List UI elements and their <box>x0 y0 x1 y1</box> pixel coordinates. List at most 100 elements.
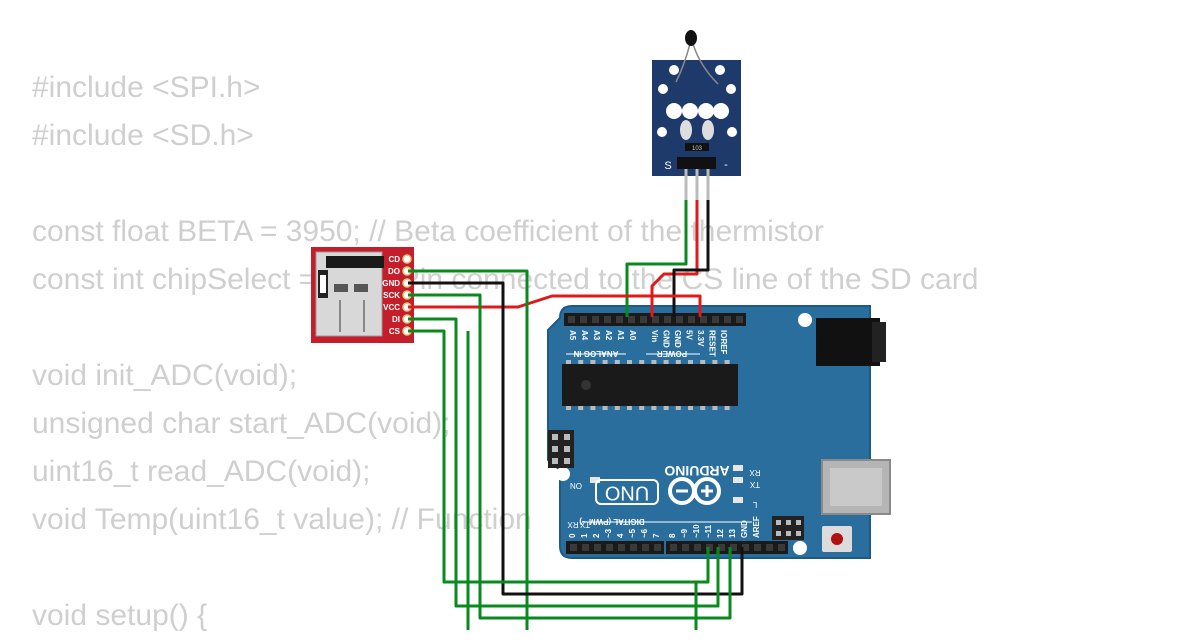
header-socket[interactable] <box>742 544 749 551</box>
sd-pin-label: DO <box>388 267 400 276</box>
power-pin-label: 3.3V <box>696 330 705 347</box>
header-socket[interactable] <box>640 316 647 323</box>
wire-sd-gnd <box>408 281 744 596</box>
wires <box>408 200 744 630</box>
analog-header[interactable] <box>564 313 638 326</box>
header-socket[interactable] <box>604 316 611 323</box>
wire-sd-vcc <box>408 294 702 317</box>
tx-led <box>733 477 743 483</box>
rx-led <box>733 465 743 471</box>
digital-pin-label: 12 <box>716 529 725 538</box>
wire-sd-sck <box>408 293 732 620</box>
tx1-label: TX <box>579 520 590 529</box>
digital-pin-label: GND <box>740 520 749 538</box>
smd-resistor <box>685 143 709 151</box>
sd-pin-pad[interactable] <box>402 254 412 264</box>
digital-header-high[interactable] <box>666 541 788 554</box>
sd-pin-label: CS <box>389 327 401 336</box>
mounting-hole <box>556 467 570 481</box>
header-socket[interactable] <box>570 544 577 551</box>
header-socket[interactable] <box>712 316 719 323</box>
digital-pin-label: 0 <box>568 533 577 538</box>
arduino-brand-text: ARDUINO <box>664 463 729 479</box>
header-socket[interactable] <box>694 544 701 551</box>
header-socket[interactable] <box>594 544 601 551</box>
header-socket[interactable] <box>688 316 695 323</box>
thermistor-icon <box>675 30 719 85</box>
digital-pin-label: 4 <box>616 533 625 538</box>
header-socket[interactable] <box>718 544 725 551</box>
digital-pin-label: ~11 <box>704 524 713 538</box>
tx-label: TX <box>749 480 760 489</box>
mounting-hole <box>798 313 812 327</box>
code-line: const int chipSelect = 10; // Pin connec… <box>32 263 979 296</box>
wire-sd-di <box>408 317 720 608</box>
digital-header-low[interactable] <box>566 541 664 554</box>
atmega-chip <box>562 364 738 406</box>
header-socket[interactable] <box>592 316 599 323</box>
l-label: L <box>752 500 757 509</box>
power-pin-label: GND <box>662 330 671 348</box>
header-socket[interactable] <box>754 544 761 551</box>
on-label: ON <box>570 481 582 490</box>
header-socket[interactable] <box>682 544 689 551</box>
header-socket[interactable] <box>618 544 625 551</box>
icsp-header-right <box>772 516 804 540</box>
header-socket[interactable] <box>778 544 785 551</box>
code-line: const float BETA = 3950; // Beta coeffic… <box>32 215 824 248</box>
digital-pin-label: ~3 <box>604 528 613 538</box>
header-socket[interactable] <box>670 544 677 551</box>
power-pin-label: 5V <box>685 330 694 340</box>
header-socket[interactable] <box>606 544 613 551</box>
code-line: void setup() { <box>32 599 208 632</box>
header-socket[interactable] <box>628 316 635 323</box>
code-line: void Temp(uint16_t value); // Function <box>32 503 532 536</box>
sd-pin-label: GND <box>382 279 400 288</box>
header-socket[interactable] <box>642 544 649 551</box>
header-socket[interactable] <box>616 316 623 323</box>
header-socket[interactable] <box>730 544 737 551</box>
ntc-temperature-sensor-module[interactable]: 103 S - <box>652 30 741 200</box>
header-socket[interactable] <box>654 544 661 551</box>
analog-pin-label: A2 <box>604 330 613 341</box>
analog-pin-label: A0 <box>628 330 637 341</box>
on-led <box>590 477 600 483</box>
header-socket[interactable] <box>652 316 659 323</box>
header-socket[interactable] <box>700 316 707 323</box>
analog-pin-label: A5 <box>568 330 577 341</box>
digital-pin-label: 13 <box>728 529 737 538</box>
digital-pin-label: 7 <box>652 533 661 538</box>
sd-pin-label: CD <box>388 255 400 264</box>
header-socket[interactable] <box>580 316 587 323</box>
sd-pin-label: SCK <box>383 291 400 300</box>
header-socket[interactable] <box>736 316 743 323</box>
digital-pin-label: 1 <box>580 533 589 538</box>
power-jack <box>816 318 880 366</box>
digital-pin-label: ~9 <box>680 528 689 538</box>
power-pin-label: Vin <box>650 330 659 342</box>
header-socket[interactable] <box>766 544 773 551</box>
header-socket[interactable] <box>630 544 637 551</box>
wire-sd-cs <box>408 329 710 584</box>
code-line: unsigned char start_ADC(void); <box>32 407 451 440</box>
ntc-pin-header <box>677 157 716 169</box>
digital-pin-label: AREF <box>752 516 761 538</box>
header-socket[interactable] <box>568 316 575 323</box>
mounting-hole <box>793 541 807 555</box>
header-socket[interactable] <box>582 544 589 551</box>
digital-pin-label: ~6 <box>640 528 649 538</box>
digital-pin-label: 2 <box>592 533 601 538</box>
analog-pin-label: A4 <box>580 330 589 341</box>
power-header[interactable] <box>636 313 746 326</box>
code-line: uint16_t read_ADC(void); <box>32 455 371 488</box>
header-socket[interactable] <box>676 316 683 323</box>
header-socket[interactable] <box>724 316 731 323</box>
rx-label: RX <box>749 468 761 477</box>
header-socket[interactable] <box>664 316 671 323</box>
l-led <box>733 497 743 503</box>
